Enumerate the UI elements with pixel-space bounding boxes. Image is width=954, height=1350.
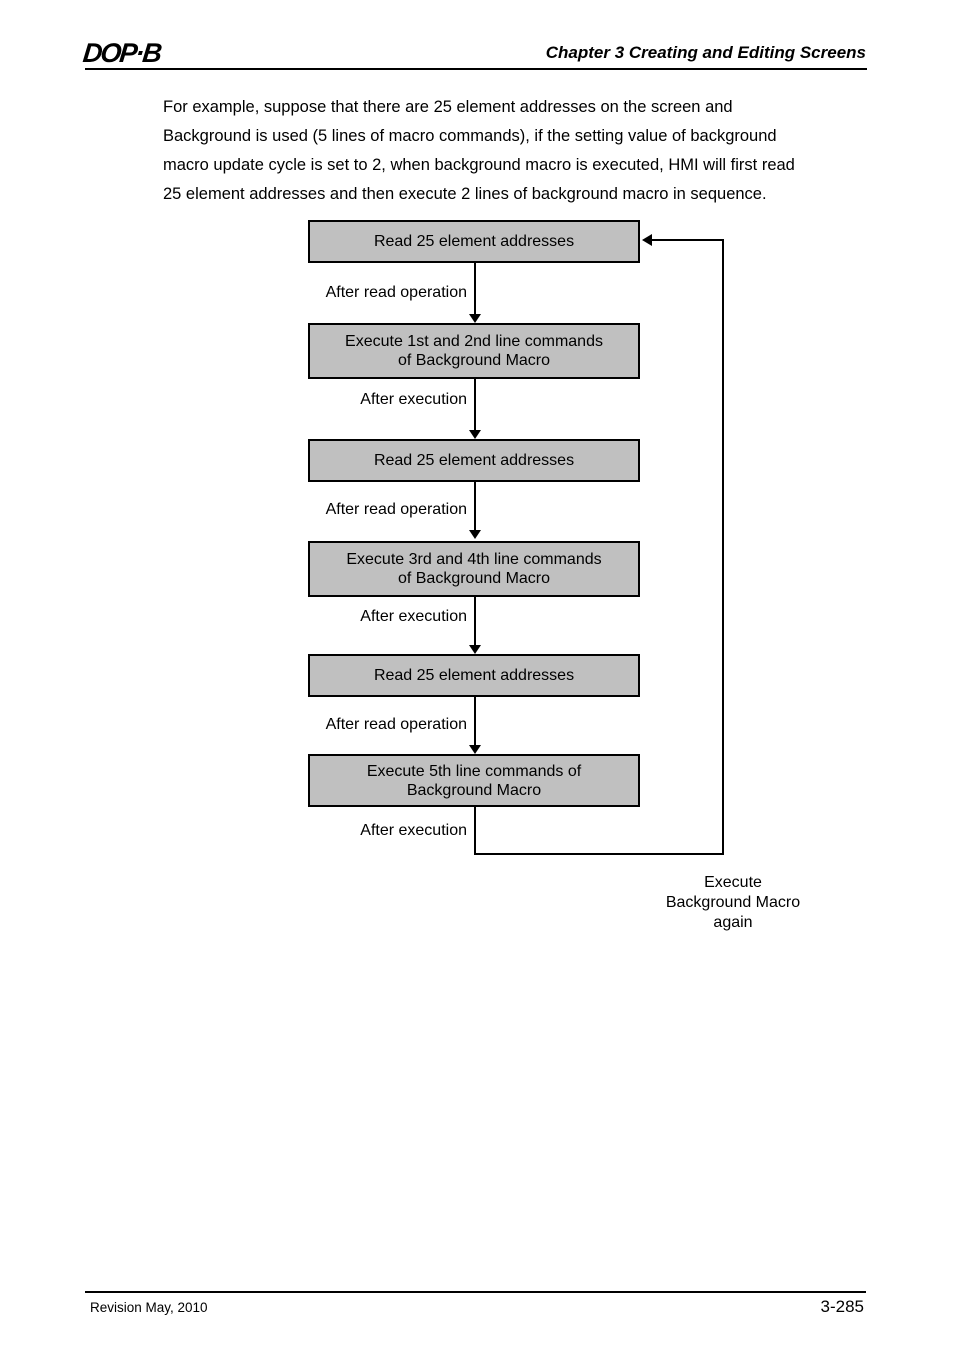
flow-box-read-2: Read 25 element addresses: [308, 439, 640, 482]
edge-label-after-execution-1: After execution: [360, 391, 467, 408]
flow-box-label: Background Macro: [406, 781, 542, 799]
loop-label-execute-again: Execute Background Macro again: [633, 873, 833, 933]
edge-label-after-read-3: After read operation: [325, 716, 467, 733]
flow-box-read-1: Read 25 element addresses: [308, 220, 640, 263]
chapter-title: Chapter 3 Creating and Editing Screens: [545, 43, 866, 62]
loop-line-bottom: [474, 853, 724, 855]
loop-line-top: [651, 239, 722, 241]
body-paragraph: For example, suppose that there are 25 e…: [163, 93, 883, 209]
arrow-down-icon: [469, 745, 481, 754]
connector-line-3: [474, 482, 476, 532]
connector-line-5: [474, 697, 476, 746]
flow-box-execute-3-4: Execute 3rd and 4th line commands of Bac…: [308, 541, 640, 597]
paragraph-line: For example, suppose that there are 25 e…: [163, 98, 733, 116]
flow-box-execute-5: Execute 5th line commands of Background …: [308, 754, 640, 807]
arrow-down-icon: [469, 530, 481, 539]
arrow-left-icon: [642, 234, 652, 246]
flow-box-label: Read 25 element addresses: [373, 452, 575, 469]
flow-box-read-3: Read 25 element addresses: [308, 654, 640, 697]
edge-label-after-read-1: After read operation: [325, 284, 467, 301]
footer-page-number: 3-285: [820, 1297, 864, 1316]
connector-line-2: [474, 379, 476, 431]
flow-box-label: Execute 5th line commands of: [366, 762, 582, 780]
arrow-down-icon: [469, 645, 481, 654]
flow-box-label: Read 25 element addresses: [373, 667, 575, 684]
flow-box-label: Execute 3rd and 4th line commands: [346, 551, 602, 568]
paragraph-line: Background is used (5 lines of macro com…: [163, 127, 777, 145]
header-rule: [85, 68, 867, 70]
flow-box-execute-1-2: Execute 1st and 2nd line commands of Bac…: [308, 323, 640, 379]
paragraph-line: macro update cycle is set to 2, when bac…: [163, 156, 795, 174]
connector-line-1: [474, 263, 476, 316]
loop-label-line: again: [713, 914, 753, 931]
footer-rule: [85, 1291, 866, 1293]
loop-line-down: [474, 807, 476, 855]
flow-box-label: Execute 1st and 2nd line commands: [345, 333, 603, 350]
edge-label-after-read-2: After read operation: [325, 501, 467, 518]
flow-box-label: of Background Macro: [397, 352, 551, 369]
footer-revision: Revision May, 2010: [90, 1300, 208, 1315]
dop-b-logo: DOP·B: [81, 38, 162, 68]
paragraph-line: 25 element addresses and then execute 2 …: [163, 185, 767, 203]
connector-line-4: [474, 597, 476, 646]
edge-label-after-execution-2: After execution: [360, 608, 467, 625]
loop-label-line: Execute: [704, 874, 762, 891]
edge-label-after-execution-3: After execution: [360, 822, 467, 839]
flow-box-label: Read 25 element addresses: [373, 233, 575, 250]
flow-box-label: of Background Macro: [397, 570, 551, 587]
arrow-down-icon: [469, 430, 481, 439]
loop-label-line: Background Macro: [665, 894, 801, 911]
arrow-down-icon: [469, 314, 481, 323]
loop-line-right: [722, 239, 724, 855]
